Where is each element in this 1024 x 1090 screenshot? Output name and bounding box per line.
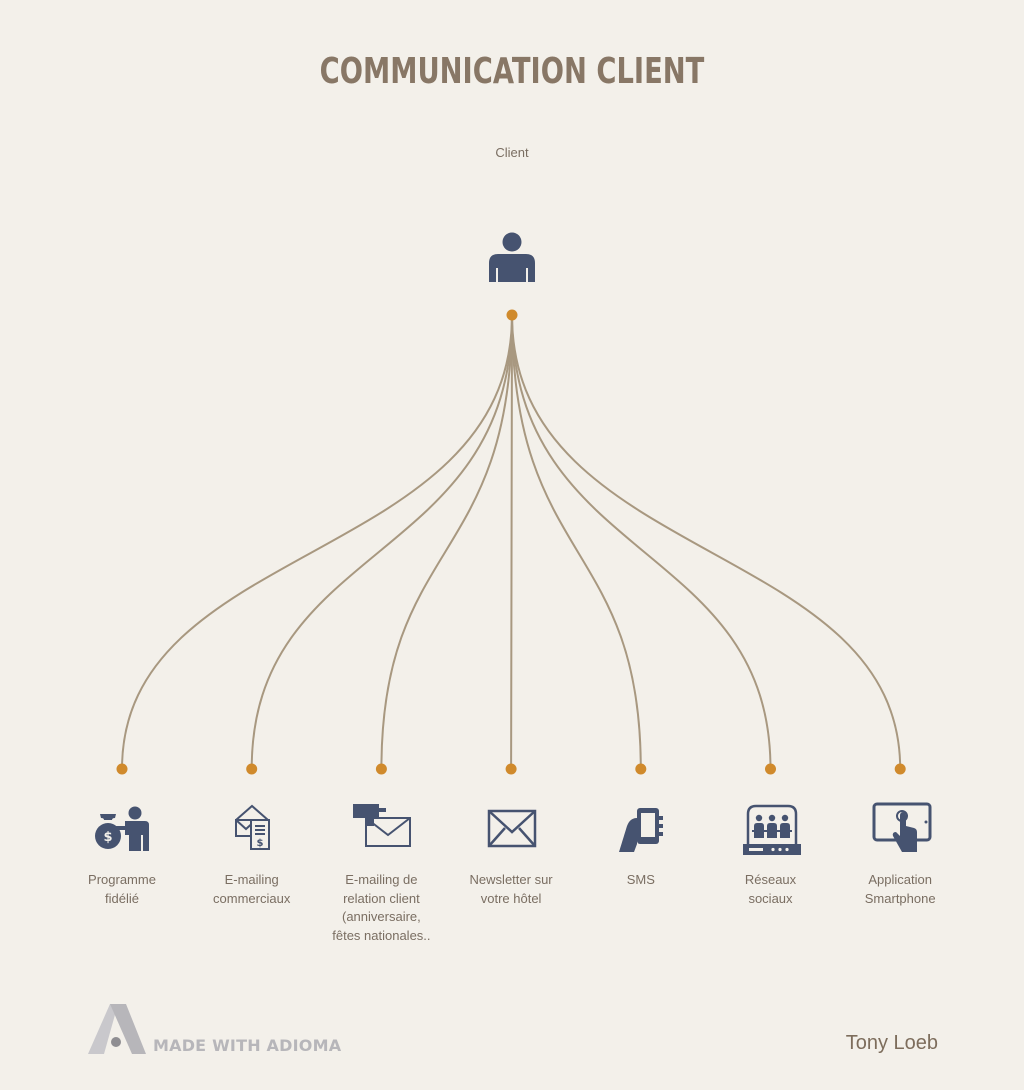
child-node-label: E-mailing de relation client (anniversaire… (321, 871, 441, 945)
made-with-adioma-text: MADE WITH ADIOMA (153, 1036, 342, 1055)
child-node-label: SMS (581, 871, 701, 890)
child-node-label-line: fidélié (105, 890, 139, 906)
child-node-label-line: E-mailing (224, 872, 279, 887)
page-title: COMMUNICATION CLIENT (319, 51, 705, 92)
hand-phone-icon (619, 808, 663, 852)
root-dot (506, 309, 518, 321)
money-bag-person-icon: $ (95, 806, 149, 851)
child-dot (246, 763, 258, 775)
child-node-label-line: Smartphone (864, 890, 936, 906)
child-dot (894, 763, 906, 775)
child-dot (375, 763, 387, 775)
child-node-label-line: sociaux (748, 890, 793, 906)
svg-text:$: $ (257, 838, 264, 849)
child-dot (635, 763, 647, 775)
adioma-logo-icon (88, 1004, 146, 1054)
child-node-label-line: E-mailing de (345, 872, 418, 887)
tablet-touch-icon (872, 802, 932, 852)
connector-line (380, 314, 513, 770)
root-node-label: Client (495, 145, 529, 160)
child-dot (505, 763, 517, 775)
child-node-label-line: commerciaux (213, 890, 291, 906)
child-node-label: Programme fidélié (62, 871, 182, 908)
child-node-label-line: SMS (626, 872, 655, 887)
child-node-label-line: relation client (343, 890, 420, 906)
social-network-monitor-icon (743, 804, 801, 855)
child-node-label-line: Newsletter sur (469, 872, 553, 887)
connector-line (511, 314, 772, 770)
child-dot (116, 763, 128, 775)
envelope-icon (487, 809, 537, 848)
tree-diagram: $ $ (95, 232, 932, 855)
child-node-label: E-mailing commerciaux (192, 871, 312, 908)
child-dot (765, 763, 776, 775)
connector-line (511, 314, 902, 770)
connector-line (121, 314, 513, 770)
child-node-label: Réseaux sociaux (711, 871, 831, 908)
child-node-label-line: votre hôtel (480, 890, 542, 906)
svg-text:$: $ (103, 830, 112, 845)
connector-line (510, 314, 513, 770)
child-node-label-line: Programme (88, 872, 156, 887)
child-node-label-line: Application (868, 872, 932, 887)
author-name: Tony Loeb (845, 1032, 938, 1054)
child-node-label: Newsletter sur votre hôtel (451, 871, 571, 908)
connector-line (250, 314, 513, 770)
envelope-invoice-icon: $ (235, 804, 270, 850)
child-node-label-line: Réseaux (744, 872, 797, 887)
person-icon (489, 232, 535, 282)
child-node-label-line: fêtes nationales.. (332, 927, 431, 943)
hand-envelope-icon (353, 804, 411, 847)
child-node-label-line: (anniversaire, (342, 909, 421, 924)
connector-lines (121, 314, 902, 770)
connector-dots (116, 309, 906, 775)
connector-line (511, 314, 642, 770)
